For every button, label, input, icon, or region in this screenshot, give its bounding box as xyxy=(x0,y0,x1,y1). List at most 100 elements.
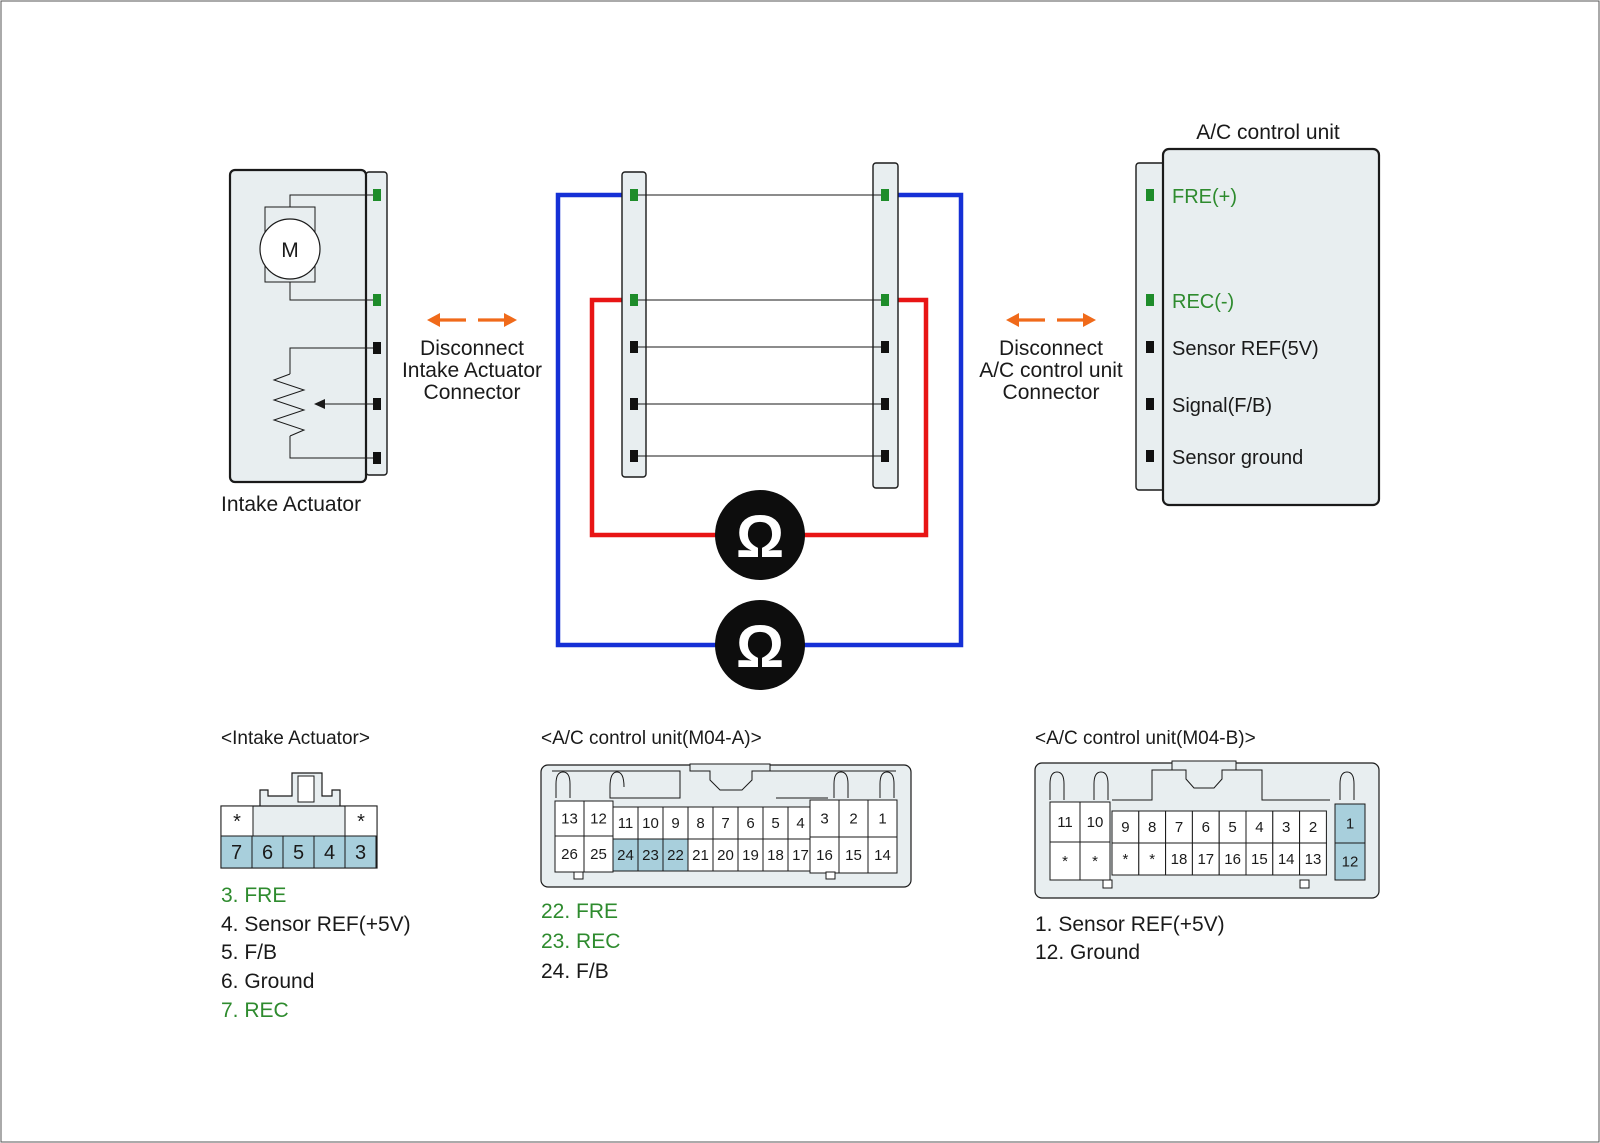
legend-line: 23. REC xyxy=(541,930,620,953)
pin-number: 12 xyxy=(590,811,607,828)
pin-number: 17 xyxy=(792,847,809,864)
conn-m04a-legend: 22. FRE 23. REC 24. F/B xyxy=(541,900,620,983)
actuator-pin-1 xyxy=(373,189,381,201)
disconnect-left-line-3: Connector xyxy=(424,381,521,404)
pin-number: 24 xyxy=(617,847,634,864)
pin-number: 17 xyxy=(1197,851,1214,868)
pin-number: 5 xyxy=(293,842,304,864)
harness: Ω Ω xyxy=(555,162,964,690)
legend-line: 22. FRE xyxy=(541,900,618,923)
legend-line: 12. Ground xyxy=(1035,941,1140,964)
pin-number: 11 xyxy=(1057,814,1073,831)
conn-m04a-title: <A/C control unit(M04-A)> xyxy=(541,728,762,749)
pin-number: * xyxy=(1149,851,1155,868)
pin-number: 15 xyxy=(845,847,862,864)
acu-title: A/C control unit xyxy=(1196,121,1340,144)
acu-pin xyxy=(1146,189,1154,201)
pin-number: 7 xyxy=(721,815,729,832)
connector-cell xyxy=(1299,810,1327,844)
connector-cell xyxy=(344,835,377,869)
motor-wire-bottom xyxy=(289,282,377,301)
pin-number: * xyxy=(1122,851,1128,868)
harness-pin xyxy=(630,294,638,306)
conn-m04b-legend: 1. Sensor REF(+5V) 12. Ground xyxy=(1035,913,1225,964)
pin-number: 11 xyxy=(618,815,634,832)
pin-number: 4 xyxy=(796,815,804,832)
pin-number: 4 xyxy=(324,842,335,864)
connector-cell xyxy=(1138,810,1167,844)
pin-number: 15 xyxy=(1251,851,1268,868)
pin-number: 18 xyxy=(767,847,784,864)
connector-cell xyxy=(1165,810,1193,844)
actuator-pin-5 xyxy=(373,452,381,464)
harness-pin xyxy=(630,450,638,462)
latch xyxy=(689,763,771,791)
connector-cell xyxy=(737,838,764,872)
connector-cell xyxy=(583,835,614,873)
harness-pin xyxy=(630,341,638,353)
pin-number: 16 xyxy=(1224,851,1241,868)
harness-pin xyxy=(630,189,638,201)
ac-control-unit: A/C control unit FRE(+) REC(-) Sensor RE… xyxy=(1135,121,1381,507)
harness-connector-left xyxy=(621,171,647,478)
connector-cell xyxy=(1079,801,1111,843)
connector-cell xyxy=(712,806,739,840)
actuator-pin-3 xyxy=(373,342,381,354)
connector-cell xyxy=(554,835,585,873)
pin-number: 8 xyxy=(696,815,704,832)
pin-number: 3 xyxy=(355,842,366,864)
acu-pin xyxy=(1146,294,1154,306)
pin-number: 1 xyxy=(878,811,886,828)
connector-cell xyxy=(1218,842,1247,876)
connector-cell xyxy=(220,835,253,869)
connector-cell xyxy=(867,799,898,838)
connector-cell xyxy=(1079,841,1111,881)
harness-pin xyxy=(630,398,638,410)
connector-cell xyxy=(1245,842,1274,876)
acu-pin-label-rec: REC(-) xyxy=(1172,291,1234,313)
pin-number: 13 xyxy=(1305,851,1322,868)
connector-cell xyxy=(1272,810,1301,844)
disconnect-left: Disconnect Intake Actuator Connector xyxy=(402,313,542,404)
connector-tab xyxy=(573,871,584,880)
ohm-symbol-blue: Ω xyxy=(736,613,784,680)
connector-cell xyxy=(687,806,714,840)
pin-number: 21 xyxy=(692,847,709,864)
ohmmeter-icon-blue xyxy=(715,600,805,690)
wiper-arrow-icon xyxy=(314,399,325,409)
pin-number: 2 xyxy=(849,811,857,828)
legend-line: 7. REC xyxy=(221,999,289,1022)
arrow-left-icon xyxy=(1006,313,1019,327)
pin-number: 7 xyxy=(231,842,242,864)
pin-number: 20 xyxy=(717,847,734,864)
acu-pin-label-sensor-ground: Sensor ground xyxy=(1172,447,1303,469)
pin-number: 19 xyxy=(742,847,759,864)
connector-cell xyxy=(1138,842,1167,876)
pin-number: * xyxy=(1062,853,1068,870)
resistor-icon xyxy=(272,373,306,437)
connector-cell xyxy=(762,838,789,872)
connector-cell xyxy=(687,838,714,872)
harness-pin xyxy=(881,398,889,410)
connector-cell xyxy=(809,836,840,874)
ohmmeter-icon-red xyxy=(715,490,805,580)
connector-cell xyxy=(251,835,284,869)
connector-cell xyxy=(867,836,898,874)
connector-cell xyxy=(737,806,764,840)
connector-cell xyxy=(838,799,869,838)
pin-number: 25 xyxy=(590,846,607,863)
pin-number: 1 xyxy=(1346,816,1354,833)
actuator-connector-strip xyxy=(365,171,388,476)
pin-number: * xyxy=(233,811,241,833)
motor-symbol: M xyxy=(281,239,299,262)
disconnect-right: Disconnect A/C control unit Connector xyxy=(979,313,1123,404)
connector-cell xyxy=(612,838,639,872)
pin-number: 6 xyxy=(746,815,754,832)
pin-number: 9 xyxy=(671,815,679,832)
acu-pin xyxy=(1146,450,1154,462)
connector-cell xyxy=(1334,842,1366,881)
pin-number: 3 xyxy=(1282,819,1290,836)
